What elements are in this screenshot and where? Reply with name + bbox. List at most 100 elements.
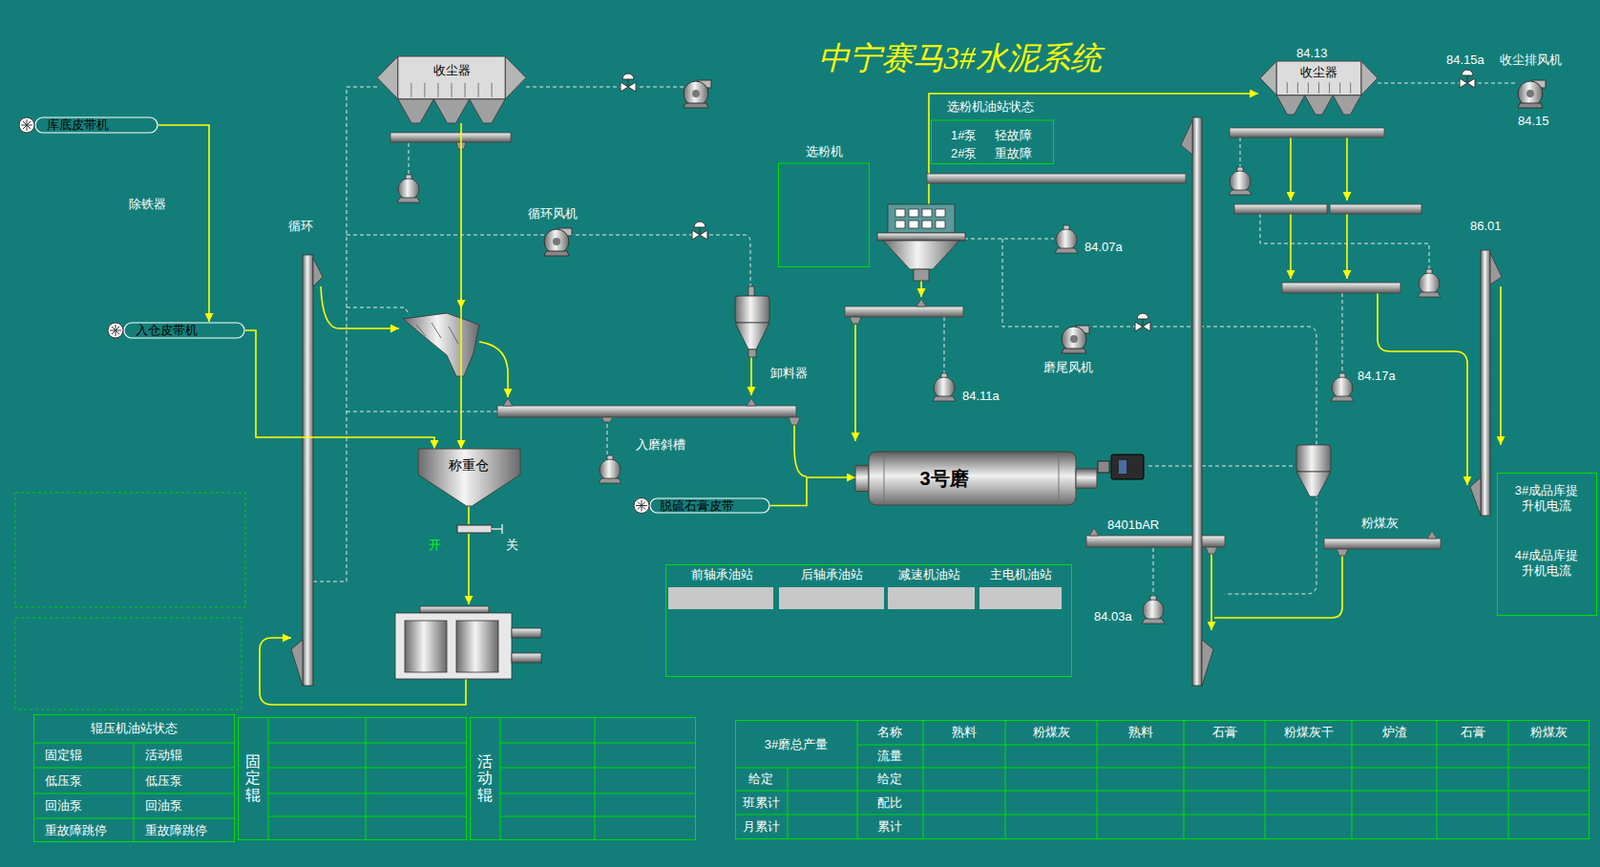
belt-band bbox=[124, 322, 245, 338]
collector-hopper bbox=[1305, 95, 1334, 115]
collector-body bbox=[1276, 61, 1362, 96]
chute-inlet bbox=[1089, 527, 1099, 536]
chute-spout bbox=[849, 316, 862, 324]
panel-frame bbox=[736, 720, 1590, 840]
v-separator-body bbox=[402, 313, 480, 377]
panel-frame bbox=[931, 120, 1054, 165]
separator-ring bbox=[877, 232, 966, 241]
air-duct bbox=[964, 238, 1054, 240]
elevator-head bbox=[1490, 252, 1502, 285]
air-duct bbox=[944, 316, 946, 374]
elevator-casing bbox=[302, 254, 314, 686]
air-duct bbox=[607, 417, 609, 456]
table-rule bbox=[735, 767, 1590, 769]
filter-bag bbox=[1349, 82, 1351, 94]
node-text: 减速机油站 bbox=[898, 567, 961, 583]
node-outline bbox=[778, 143, 870, 268]
node-text: 给定 bbox=[748, 771, 774, 787]
node-text: 3#成品库提升机电流 bbox=[1511, 483, 1582, 513]
table-rule bbox=[1005, 719, 1007, 840]
pump-symbol bbox=[1054, 225, 1078, 253]
cyclone-body bbox=[1296, 444, 1331, 472]
belt-band bbox=[35, 117, 158, 133]
tag-label: 循环风机 bbox=[527, 206, 578, 222]
node-text: 库底皮带机 bbox=[46, 117, 109, 133]
table-rule bbox=[500, 793, 696, 795]
material-flow bbox=[320, 286, 400, 329]
tag-label: 84.15 bbox=[1517, 113, 1550, 129]
node-outline bbox=[469, 716, 696, 841]
node-text: 石膏 bbox=[1460, 724, 1486, 740]
status-bar bbox=[979, 587, 1062, 610]
panel-frame bbox=[470, 717, 696, 841]
node-text: 班累计 bbox=[742, 795, 780, 811]
mill-shell bbox=[868, 451, 1076, 506]
material-flow bbox=[854, 324, 857, 442]
gate-handle bbox=[491, 524, 503, 534]
gate-valve bbox=[457, 524, 503, 534]
node-text: 入仓皮带机 bbox=[135, 322, 198, 338]
node-text: 月累计 bbox=[742, 819, 780, 835]
press-shaft bbox=[511, 628, 542, 638]
chute-inlet bbox=[746, 398, 757, 406]
dust-collector: 收尘器 bbox=[377, 56, 527, 124]
separator-top bbox=[887, 204, 955, 233]
roll-table: 固定辊 bbox=[237, 716, 467, 841]
node-text: 低压泵 bbox=[145, 773, 183, 789]
table-rule bbox=[787, 767, 789, 840]
pump-symbol bbox=[932, 373, 956, 401]
separator-cone bbox=[883, 240, 960, 270]
material-flow bbox=[1289, 137, 1292, 201]
table-rule bbox=[735, 814, 1590, 816]
production-table: 3#磨总产量给定班累计月累计名称流量给定配比累计熟料粉煤灰熟料石膏粉煤灰干炉渣石… bbox=[735, 719, 1590, 840]
node-text: 石膏 bbox=[1212, 724, 1238, 740]
panel-frame bbox=[1497, 473, 1598, 616]
node-text: 前轴承油站 bbox=[691, 567, 754, 583]
oil-station-status: 选粉机油站状态1#泵轻故障2#泵重故障 bbox=[930, 98, 1054, 165]
fan-symbol bbox=[1061, 325, 1090, 354]
tag-label: 84.07a bbox=[1084, 239, 1123, 255]
filter-bag bbox=[451, 83, 453, 98]
node-text: 3#磨总产量 bbox=[764, 736, 828, 753]
filter-bag bbox=[437, 83, 439, 98]
node-text: 重故障跳停 bbox=[44, 822, 107, 839]
tag-label: 入磨斜槽 bbox=[635, 437, 686, 453]
separator-window bbox=[935, 209, 946, 217]
material-flow-connector bbox=[158, 125, 210, 322]
node-text: 固定辊 bbox=[44, 747, 83, 763]
table-rule bbox=[268, 742, 467, 744]
edge-label: 除铁器 bbox=[128, 196, 167, 212]
air-slide bbox=[1329, 204, 1422, 214]
chute-inlet bbox=[503, 398, 513, 406]
chute-spout bbox=[1205, 547, 1218, 554]
air-duct bbox=[1153, 547, 1155, 596]
air-slide bbox=[1282, 282, 1401, 294]
cyclone-cone bbox=[1296, 471, 1331, 497]
separator-window bbox=[895, 209, 906, 217]
node-text: 后轴承油站 bbox=[800, 567, 864, 583]
node-text: 累计 bbox=[877, 819, 903, 835]
filter-bag bbox=[410, 83, 412, 98]
air-duct bbox=[568, 234, 751, 287]
node-text: 活动辊 bbox=[477, 753, 493, 804]
air-slides bbox=[390, 127, 1441, 556]
press-feed-plate bbox=[420, 606, 489, 613]
air-duct bbox=[346, 411, 498, 413]
tag-label: 关 bbox=[505, 537, 519, 553]
mill-motor-mark bbox=[1118, 460, 1127, 474]
material-flow bbox=[1377, 293, 1468, 485]
chute-inlet bbox=[916, 298, 927, 307]
mill-rings bbox=[884, 453, 1059, 504]
material-flow bbox=[1214, 555, 1343, 618]
node-text: 重故障 bbox=[994, 146, 1032, 162]
collector-flare bbox=[505, 56, 527, 100]
node-text: 4#成品库提升机电流 bbox=[1511, 547, 1582, 578]
roller-press bbox=[395, 606, 542, 679]
material-flows bbox=[259, 93, 1501, 705]
material-flow bbox=[1210, 553, 1213, 631]
collector-hopper bbox=[433, 99, 469, 124]
press-roll bbox=[456, 620, 499, 673]
fan-symbol bbox=[1517, 80, 1546, 108]
pump-symbol bbox=[598, 455, 622, 484]
